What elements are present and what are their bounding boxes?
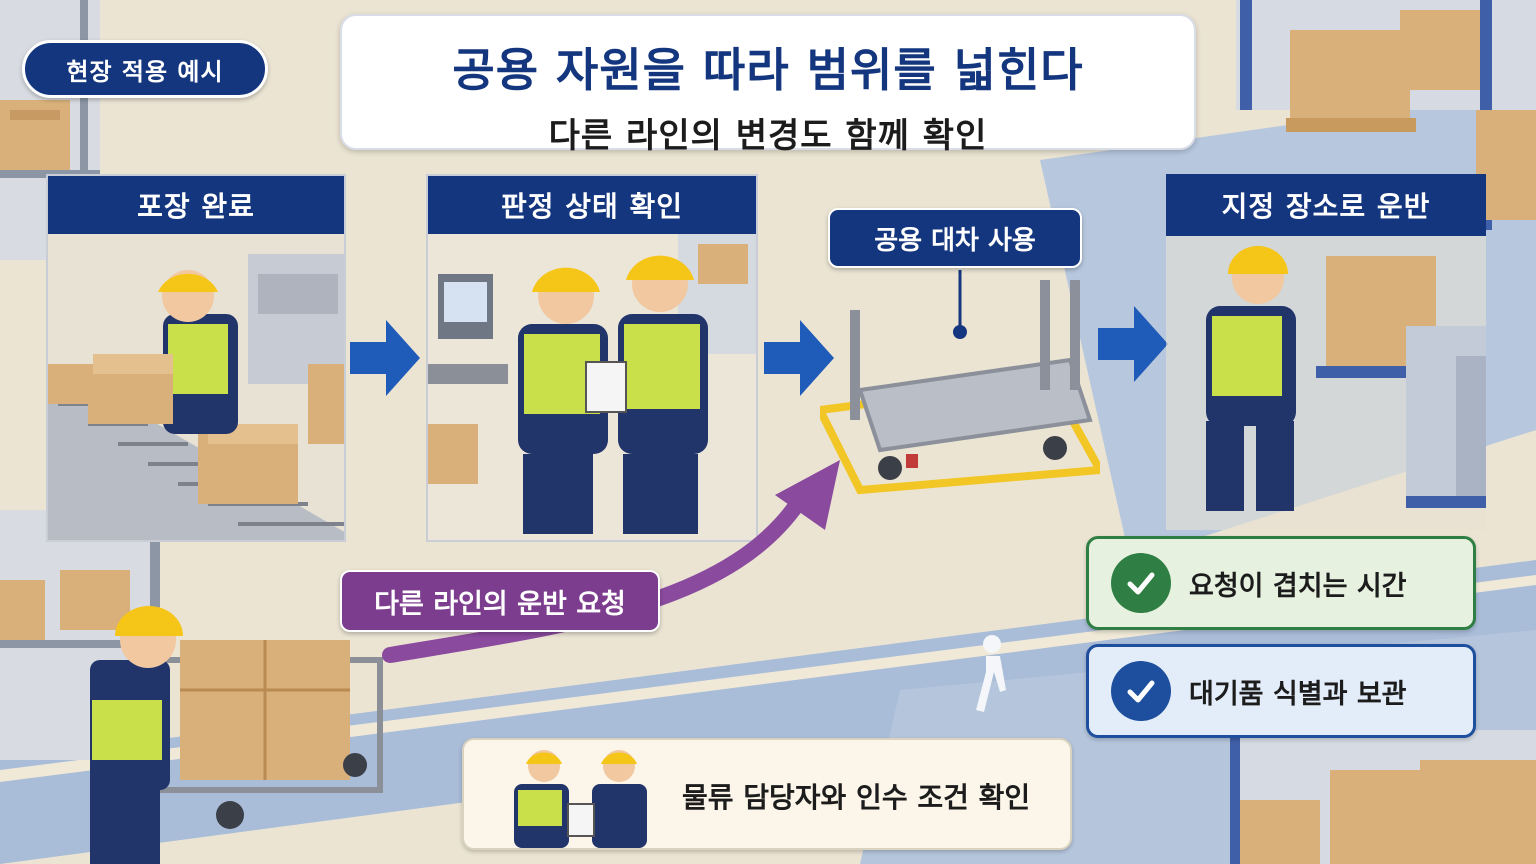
flow-arrow-icon (764, 320, 834, 396)
step-label: 판정 상태 확인 (428, 176, 756, 234)
check-icon (1111, 661, 1171, 721)
check-label: 대기품 식별과 보관 (1189, 678, 1407, 710)
packing-illustration (48, 234, 344, 540)
shared-cart-illustration (820, 270, 1100, 495)
shared-cart-bubble: 공용 대차 사용 (828, 208, 1082, 268)
scene-badge: 현장 적용 예시 (22, 40, 268, 98)
transport-illustration (1166, 236, 1486, 530)
step-panel-inspection: 판정 상태 확인 (426, 174, 758, 542)
request-arrow-icon (382, 460, 840, 663)
step-panel-packing: 포장 완료 (46, 174, 346, 542)
check-card-overlap-time: 요청이 겹치는 시간 (1086, 536, 1476, 630)
flow-arrow-icon (350, 320, 420, 396)
check-card-storage: 대기품 식별과 보관 (1086, 644, 1476, 738)
flow-arrow-icon (1098, 306, 1168, 382)
check-icon (1111, 553, 1171, 613)
handover-workers-illustration (514, 750, 647, 848)
handover-label: 물류 담당자와 인수 조건 확인 (682, 781, 1031, 814)
handover-box: 물류 담당자와 인수 조건 확인 (462, 738, 1072, 850)
inspection-illustration (428, 234, 756, 540)
step-panel-transport: 지정 장소로 운반 (1166, 174, 1486, 530)
title-box: 공용 자원을 따라 범위를 넓힌다 다른 라인의 변경도 함께 확인 (340, 14, 1196, 156)
check-label: 요청이 겹치는 시간 (1189, 570, 1407, 602)
page-title: 공용 자원을 따라 범위를 넓힌다 (452, 43, 1084, 97)
step-label: 포장 완료 (48, 176, 344, 234)
page-subtitle: 다른 라인의 변경도 함께 확인 (548, 116, 988, 156)
step-label: 지정 장소로 운반 (1166, 174, 1486, 236)
request-label: 다른 라인의 운반 요청 (340, 570, 660, 632)
